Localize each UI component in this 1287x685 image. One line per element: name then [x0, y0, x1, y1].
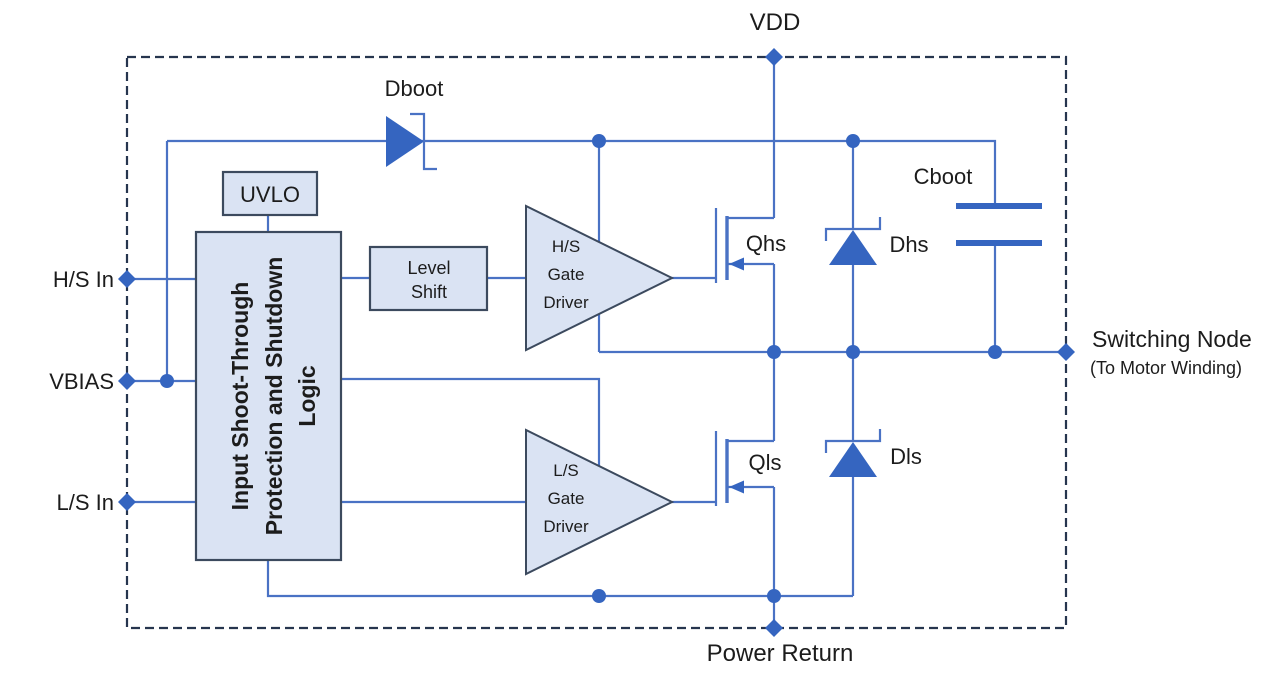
- dboot-diode: [386, 112, 437, 171]
- qhs-label: Qhs: [746, 231, 786, 256]
- qhs-mosfet: [714, 208, 744, 283]
- switching-node-note: (To Motor Winding): [1090, 358, 1242, 378]
- ls-gate-driver: [525, 428, 675, 576]
- junction-dot: [592, 134, 606, 148]
- switching-node-port: [1057, 343, 1075, 361]
- ls-in-label: L/S In: [57, 490, 114, 515]
- logic-label-line2: Protection and Shutdown: [261, 257, 287, 536]
- dls-label: Dls: [890, 444, 922, 469]
- switching-node-label: Switching Node: [1092, 326, 1252, 352]
- wire-bootstrap-rail: [167, 139, 997, 203]
- level-shift-label-line1: Level: [407, 258, 450, 278]
- hs-in-port: [118, 270, 136, 288]
- cboot-bottom-plate: [956, 240, 1042, 246]
- hs-driver-label-line2: Gate: [548, 265, 585, 284]
- port-markers: [118, 48, 1075, 637]
- level-shift-label-line2: Shift: [411, 282, 447, 302]
- vbias-label: VBIAS: [49, 369, 114, 394]
- qls-label: Qls: [749, 450, 782, 475]
- ls-driver-label-line3: Driver: [543, 517, 589, 536]
- uvlo-box: [221, 170, 319, 217]
- device-boundary: [125, 55, 1068, 630]
- power-return-label: Power Return: [707, 640, 854, 667]
- vdd-port: [765, 48, 783, 66]
- dhs-diode: [824, 217, 882, 265]
- junction-dot: [767, 345, 781, 359]
- ls-in-port: [118, 493, 136, 511]
- hs-driver-label-line1: H/S: [552, 237, 580, 256]
- dboot-label: Dboot: [385, 76, 444, 101]
- qls-mosfet: [714, 431, 744, 506]
- junction-dot: [846, 134, 860, 148]
- junction-dot: [846, 345, 860, 359]
- junction-dot: [160, 374, 174, 388]
- dhs-cathode-bar: [824, 217, 882, 241]
- junction-dot: [988, 345, 1002, 359]
- dhs-label: Dhs: [889, 232, 928, 257]
- dboot-cathode-bar: [410, 112, 437, 171]
- hs-gate-driver: [525, 204, 675, 352]
- cboot-top-plate: [956, 203, 1042, 209]
- logic-label-line3: Logic: [294, 365, 320, 427]
- qls-source-arrow: [729, 480, 744, 494]
- wire-lsdriver-supply: [341, 377, 601, 466]
- cboot-label: Cboot: [914, 164, 973, 189]
- wire-logic-return: [266, 560, 853, 598]
- wire-qls-drain: [727, 352, 776, 443]
- junction-dot: [592, 589, 606, 603]
- wires: [127, 57, 1066, 628]
- logic-box: [194, 230, 343, 562]
- qhs-source-arrow: [729, 257, 744, 271]
- dls-diode: [824, 429, 882, 477]
- vdd-label: VDD: [750, 9, 801, 36]
- dls-cathode-bar: [824, 429, 882, 453]
- uvlo-label: UVLO: [240, 182, 300, 207]
- level-shift-box: [368, 245, 489, 312]
- junction-dots: [160, 134, 1002, 603]
- hs-in-label: H/S In: [53, 267, 114, 292]
- logic-label-line1: Input Shoot-Through: [227, 282, 253, 511]
- ls-driver-label-line2: Gate: [548, 489, 585, 508]
- cboot-capacitor: [956, 203, 1042, 246]
- dhs-anode-triangle: [829, 230, 877, 265]
- ls-driver-label-line1: L/S: [553, 461, 579, 480]
- junction-dot: [767, 589, 781, 603]
- hs-driver-label-line3: Driver: [543, 293, 589, 312]
- vbias-port: [118, 372, 136, 390]
- dls-anode-triangle: [829, 442, 877, 477]
- power-return-port: [765, 619, 783, 637]
- dboot-anode-triangle: [386, 116, 424, 167]
